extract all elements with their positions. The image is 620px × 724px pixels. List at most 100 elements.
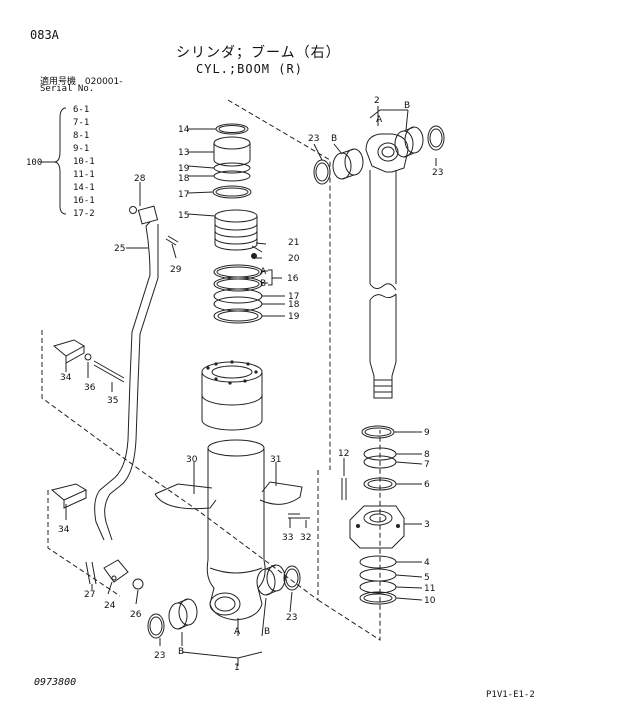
part-b-bushing-upper-left (332, 148, 364, 180)
callout-5: 5 (424, 573, 430, 583)
serial-label-jp: 適用号機 (40, 77, 77, 87)
part-4-ring (359, 555, 397, 569)
callout-34-upper: 34 (60, 373, 72, 383)
phantom-frame-left (41, 330, 319, 601)
part-b-bushing-lower-right (256, 564, 286, 596)
part-b-bushing-lower-left (168, 598, 198, 630)
serial-group-label: 100 (26, 158, 43, 168)
callout-b-upper-left: B (331, 134, 337, 144)
serial-group-item: 14-1 (73, 183, 95, 193)
serial-group-brace (53, 107, 67, 215)
callout-7: 7 (424, 460, 430, 470)
callout-labels: 14 13 19 18 17 15 21 20 A B 16 17 18 19 … (58, 96, 443, 673)
callout-18-lower: 18 (288, 300, 300, 310)
callout-a-upper: A (376, 115, 383, 125)
callout-25: 25 (114, 244, 125, 254)
callout-27: 27 (84, 590, 95, 600)
callout-33: 33 (282, 533, 293, 543)
callout-34-lower: 34 (58, 525, 70, 535)
callout-2: 2 (374, 96, 380, 106)
part-29-bolt (165, 235, 179, 246)
part-26-o-ring (132, 578, 144, 590)
callout-18-upper: 18 (178, 174, 190, 184)
callout-23-upper-left: 23 (308, 134, 319, 144)
part-1-cylinder-tube (206, 439, 266, 621)
callout-32: 32 (300, 533, 311, 543)
callout-23-lower-left: 23 (154, 651, 165, 661)
callout-4: 4 (424, 558, 430, 568)
callout-3: 3 (424, 520, 430, 530)
part-3-rod-cover (349, 505, 405, 549)
callout-b-upper-right: B (404, 101, 410, 111)
part-28-fitting (137, 205, 159, 225)
part-23-seal-lower-left (147, 613, 165, 639)
part-20-21-nipple (251, 245, 263, 253)
part-36-washer (84, 353, 92, 361)
part-35-bolt (93, 360, 125, 379)
callout-1: 1 (234, 663, 240, 673)
callout-24: 24 (104, 601, 116, 611)
callout-19-upper: 19 (178, 164, 190, 174)
callout-11: 11 (424, 584, 435, 594)
callout-20: 20 (288, 254, 300, 264)
callout-14: 14 (178, 125, 190, 135)
callout-26: 26 (130, 610, 142, 620)
page-reference: P1V1-E1-2 (486, 690, 535, 700)
serial-group-item: 10-1 (73, 157, 95, 167)
phantom-frame-right (227, 99, 381, 641)
callout-29: 29 (170, 265, 182, 275)
part-2-piston-rod (365, 133, 409, 399)
callout-seal-b: B (260, 279, 266, 289)
document-number: 0973800 (34, 677, 77, 688)
part-12-bolt (341, 478, 347, 500)
callout-16: 16 (287, 274, 299, 284)
callout-35: 35 (107, 396, 118, 406)
callout-30: 30 (186, 455, 198, 465)
part-16b-ring (213, 276, 263, 292)
part-b-bushing-upper-right (394, 126, 424, 158)
callout-8: 8 (424, 450, 430, 460)
part-25-pipe (94, 221, 151, 541)
callout-a-lower: A (234, 627, 241, 637)
part-34-clamp-upper (52, 339, 85, 364)
diagram-title-english: CYL.;BOOM (R) (196, 62, 303, 76)
callout-15: 15 (178, 211, 189, 221)
serial-group-item: 16-1 (73, 196, 95, 206)
serial-group-item: 17-2 (73, 209, 95, 219)
callout-17-lower: 17 (288, 292, 299, 302)
callout-36: 36 (84, 383, 96, 393)
serial-applicability-japanese: 適用号機 020001- (40, 74, 123, 87)
page-id: 083A (30, 28, 59, 42)
part-31-band (259, 481, 303, 505)
part-23-seal-lower-right (283, 565, 301, 591)
part-13-bushing (213, 136, 251, 150)
callout-23-lower-right: 23 (286, 613, 297, 623)
part-27-bolt (85, 561, 97, 585)
part-23-seal-upper-right (427, 125, 445, 151)
part-11-ring (359, 580, 397, 594)
callout-10: 10 (424, 596, 436, 606)
diagram-title-japanese: シリンダ；ブーム（右） (176, 45, 341, 61)
cylinder-head (201, 361, 263, 431)
part-15-piston (214, 209, 258, 251)
part-30-band (154, 483, 217, 510)
part-34-clamp-lower (50, 483, 88, 509)
part-24-block (103, 559, 129, 583)
serial-group-item: 7-1 (73, 118, 90, 128)
callout-21: 21 (288, 238, 299, 248)
callout-b-lower-right: B (264, 627, 270, 637)
callout-17-upper: 17 (178, 190, 189, 200)
callout-23-upper-right: 23 (432, 168, 443, 178)
callout-13: 13 (178, 148, 189, 158)
serial-group-item: 11-1 (73, 170, 95, 180)
serial-label-english: Serial No. (40, 84, 95, 94)
callout-b-lower-left: B (178, 647, 184, 657)
serial-range: 020001- (84, 77, 123, 87)
serial-group-item: 9-1 (73, 144, 90, 154)
callout-seal-a: A (260, 267, 267, 277)
callout-31: 31 (270, 455, 281, 465)
callout-12: 12 (338, 449, 349, 459)
part-5-ring (359, 568, 397, 582)
callout-9: 9 (424, 428, 430, 438)
